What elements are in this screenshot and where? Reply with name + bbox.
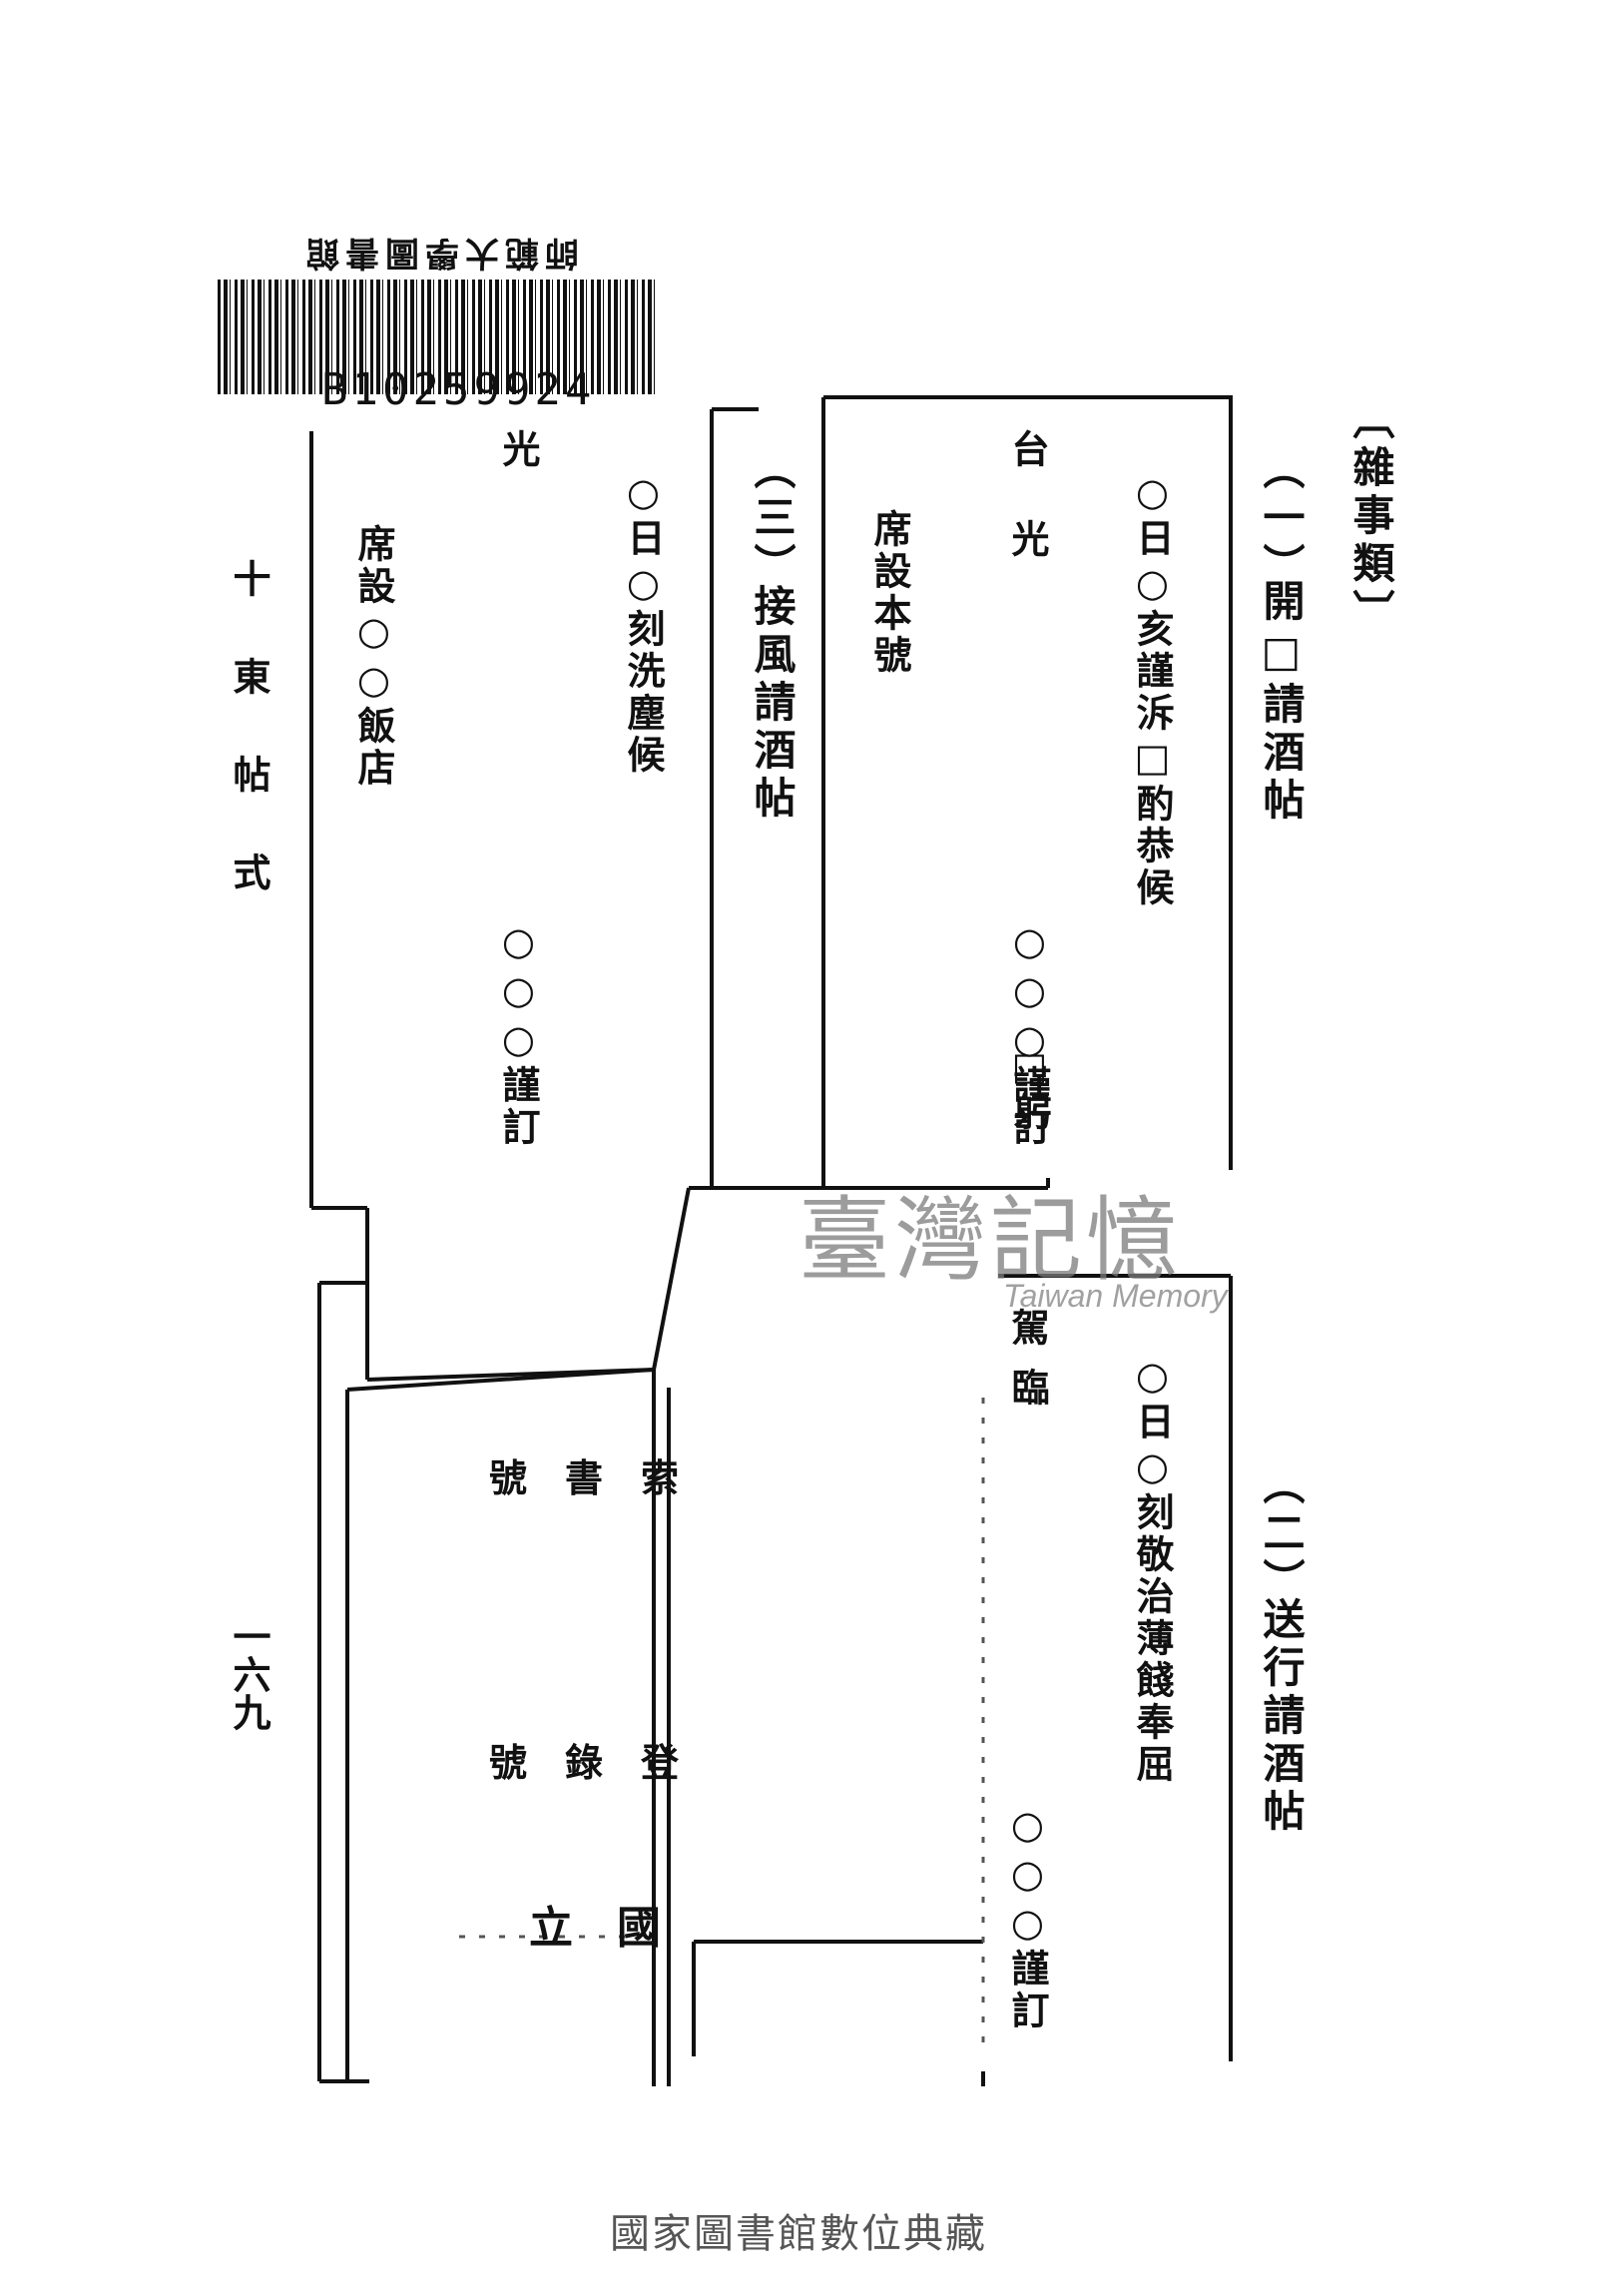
card-three-venue: 席設○○飯店: [351, 524, 396, 790]
card-three-venue-top: 光: [496, 429, 541, 471]
section-header: 〔雜事類〕: [1346, 397, 1395, 637]
card-two-arrive: 駕臨: [1005, 1308, 1050, 1428]
registry-national-label: 國立: [529, 1903, 705, 1954]
card-three-body: ○日○刻洗塵候: [621, 469, 666, 777]
page-number: 一六九: [227, 1617, 271, 1731]
watermark-subtitle: Taiwan Memory: [1003, 1278, 1228, 1314]
card-one-title: 開□請酒帖: [1257, 579, 1306, 826]
card-two-sender: ○○○謹訂: [1005, 1802, 1050, 2032]
card-two-number: （二）: [1257, 1462, 1306, 1606]
card-one-venue-top: 台: [1005, 429, 1050, 471]
card-one-number: （一）: [1257, 447, 1306, 591]
card-one-venue: 席設本號: [867, 509, 912, 677]
library-stamp: 師範大學圖書館: [299, 233, 579, 273]
card-two-body: ○日○刻敬治薄餞奉屈: [1130, 1353, 1175, 1786]
card-three-title: 接風請酒帖: [748, 584, 797, 824]
registry-accession-label: 登錄號: [489, 1740, 718, 1785]
card-one-sender-note: □躬: [1007, 1043, 1052, 1134]
card-one-body: ○日○亥謹泝□酌恭候: [1130, 469, 1175, 909]
card-one-sender: ○○○謹訂: [1007, 918, 1052, 1149]
card-three-number: （三）: [748, 447, 797, 591]
barcode-number: B10259924: [321, 364, 596, 415]
card-two-title: 送行請酒帖: [1257, 1597, 1306, 1837]
card-three-sender: ○○○謹訂: [496, 918, 541, 1149]
card-one-venue-mid: 光: [1005, 519, 1050, 561]
watermark-logo: 臺灣記憶: [798, 1187, 1183, 1294]
left-margin-title: 十東帖式: [227, 559, 271, 950]
registry-call-number-label: 索書號: [489, 1455, 718, 1500]
footer-credit: 國家圖書館數位典藏: [610, 2211, 987, 2257]
barcode: [218, 280, 657, 394]
